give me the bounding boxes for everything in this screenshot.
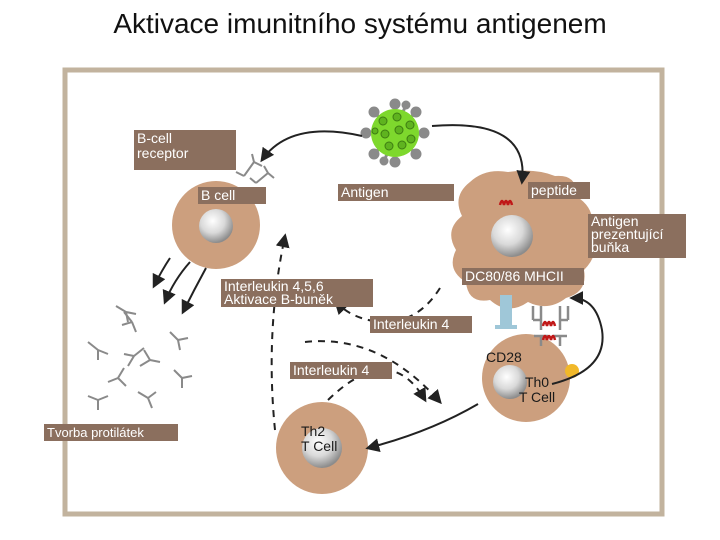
th0-t-cell: [482, 334, 579, 422]
label-b-cell-receptor: B-cell receptor: [134, 130, 236, 170]
label-peptide: peptide: [528, 182, 590, 199]
label-th0-line2: T Cell: [518, 389, 556, 405]
label-antigen-presenting-cell: Antigen prezentující buňka: [588, 214, 686, 258]
label-b-cell-receptor-line2: receptor: [137, 145, 189, 161]
dashed-arrows: [270, 233, 442, 431]
label-th2-line1: Th2: [301, 423, 326, 439]
th2-t-cell: [276, 402, 368, 494]
receptor-stalk: [500, 295, 512, 327]
label-interleukin-4-mid: Interleukin 4: [290, 362, 392, 379]
label-interleukin-456-line1: Interleukin 4,5,6: [224, 278, 324, 294]
label-th0-line1: Th0: [524, 374, 550, 390]
antibodies: [87, 305, 193, 410]
label-cd28: CD28: [486, 349, 522, 365]
antigen-virus: [360, 98, 430, 168]
label-apc-line2: prezentující: [591, 226, 664, 242]
mhc-receptor: [531, 306, 570, 330]
label-th0-t-cell: Th0 T Cell: [514, 375, 560, 405]
label-antigen: Antigen: [338, 184, 454, 201]
label-b-cell: B cell: [198, 187, 266, 204]
label-dc80-mhcii: DC80/86 MHCII: [462, 268, 584, 285]
solid-arrows: [152, 124, 604, 452]
label-apc-line3: buňka: [591, 239, 630, 255]
label-apc-line1: Antigen: [591, 213, 639, 229]
label-interleukin-456-line2: Aktivace B-buněk: [224, 291, 333, 307]
yellow-signal-dot: [565, 364, 579, 378]
label-interleukin-4-top: Interleukin 4: [370, 316, 472, 333]
diagram-title: Aktivace imunitního systému antigenem: [113, 8, 607, 39]
label-th2-t-cell: Th2 T Cell: [301, 424, 351, 454]
label-interleukin-456: Interleukin 4,5,6 Aktivace B-buněk: [221, 279, 373, 307]
label-th2-line2: T Cell: [301, 438, 338, 454]
peptide-mark: [498, 199, 514, 206]
label-b-cell-receptor-line1: B-cell: [137, 130, 173, 146]
b-cell-receptors: [235, 153, 275, 184]
label-antibody-production: Tvorba protilátek: [44, 424, 178, 441]
